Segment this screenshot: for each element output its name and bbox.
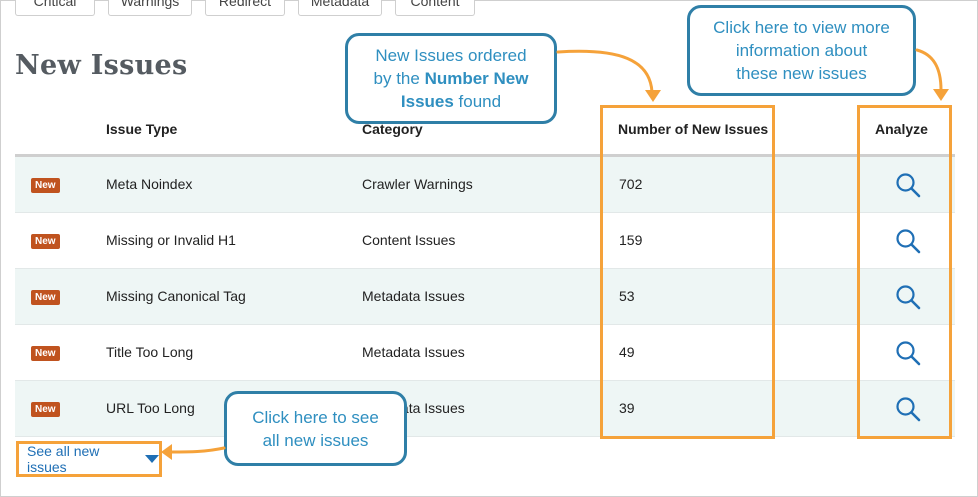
callout-line: New Issues ordered <box>375 46 527 65</box>
table-row: New URL Too Long Metadata Issues 39 <box>15 381 955 437</box>
count-cell: 53 <box>619 288 635 304</box>
tab-critical[interactable]: Critical <box>15 0 95 16</box>
category-cell: Crawler Warnings <box>362 176 473 192</box>
magnifier-icon[interactable] <box>895 396 921 422</box>
callout-bold-text: Number New <box>424 69 529 88</box>
callout-bold-text: Issues <box>400 92 454 111</box>
callout-line: these new issues <box>736 64 867 83</box>
tab-content[interactable]: Content <box>395 0 475 16</box>
tab-redirect[interactable]: Redirect <box>205 0 285 16</box>
callout-line: by the Number New <box>374 67 529 90</box>
callout-line: all new issues <box>262 430 369 450</box>
tab-label: Metadata <box>310 0 370 9</box>
issue-type-cell: URL Too Long <box>106 400 195 416</box>
arrowhead <box>933 89 949 101</box>
see-all-new-issues-link[interactable]: See all new issues <box>16 441 162 477</box>
magnifier-icon[interactable] <box>895 172 921 198</box>
count-column-highlight <box>600 105 775 439</box>
caret-down-icon <box>145 455 159 463</box>
count-cell: 702 <box>619 176 643 192</box>
tab-label: Critical <box>33 0 77 9</box>
callout-analyze: Click here to view more information abou… <box>687 5 916 96</box>
new-badge: New <box>31 402 60 417</box>
arrow-to-analyze-column <box>915 48 943 92</box>
callout-ordered-by-count: New Issues ordered by the Number New Iss… <box>345 33 557 124</box>
table-row: New Missing or Invalid H1 Content Issues… <box>15 213 955 269</box>
new-badge: New <box>31 178 60 193</box>
arrow-to-see-all <box>168 446 226 454</box>
header-divider <box>15 154 955 157</box>
category-cell: Content Issues <box>362 232 456 248</box>
table-row: New Meta Noindex Crawler Warnings 702 <box>15 157 955 213</box>
new-badge: New <box>31 234 60 249</box>
column-header-analyze: Analyze <box>875 121 928 137</box>
count-cell: 39 <box>619 400 635 416</box>
table-row: New Title Too Long Metadata Issues 49 <box>15 325 955 381</box>
column-header-category[interactable]: Category <box>362 121 423 137</box>
new-badge: New <box>31 290 60 305</box>
column-header-issue-type[interactable]: Issue Type <box>106 121 178 137</box>
table-row: New Missing Canonical Tag Metadata Issue… <box>15 269 955 325</box>
magnifier-icon[interactable] <box>895 340 921 366</box>
magnifier-icon[interactable] <box>895 228 921 254</box>
page-title: New Issues <box>15 50 188 81</box>
category-cell: Metadata Issues <box>362 288 465 304</box>
callout-line: Click here to view more <box>713 18 890 37</box>
arrowhead <box>161 444 172 460</box>
tab-label: Warnings <box>120 0 180 9</box>
count-cell: 49 <box>619 344 635 360</box>
category-cell: Metadata Issues <box>362 344 465 360</box>
callout-line: Click here to see <box>252 407 379 427</box>
arrow-to-count-column <box>556 49 654 94</box>
magnifier-icon[interactable] <box>895 284 921 310</box>
see-all-label: See all new issues <box>27 443 100 475</box>
tab-warnings[interactable]: Warnings <box>108 0 192 16</box>
analyze-column-highlight <box>857 105 952 439</box>
callout-text: found <box>453 92 502 111</box>
new-badge: New <box>31 346 60 361</box>
issue-type-cell: Meta Noindex <box>106 176 193 192</box>
column-header-number-new-issues[interactable]: Number of New Issues <box>618 121 769 137</box>
issue-type-cell: Missing or Invalid H1 <box>106 232 236 248</box>
arrowhead <box>645 90 661 102</box>
callout-line: information about <box>735 41 868 60</box>
tab-label: Redirect <box>218 0 272 9</box>
issue-type-cell: Title Too Long <box>106 344 194 360</box>
callout-text: by the <box>373 69 425 88</box>
callout-see-all: Click here to see all new issues <box>224 391 407 466</box>
tab-label: Content <box>410 0 460 9</box>
tab-metadata[interactable]: Metadata <box>298 0 382 16</box>
count-cell: 159 <box>619 232 643 248</box>
issue-type-cell: Missing Canonical Tag <box>106 288 246 304</box>
callout-line: Issues found <box>401 90 501 113</box>
